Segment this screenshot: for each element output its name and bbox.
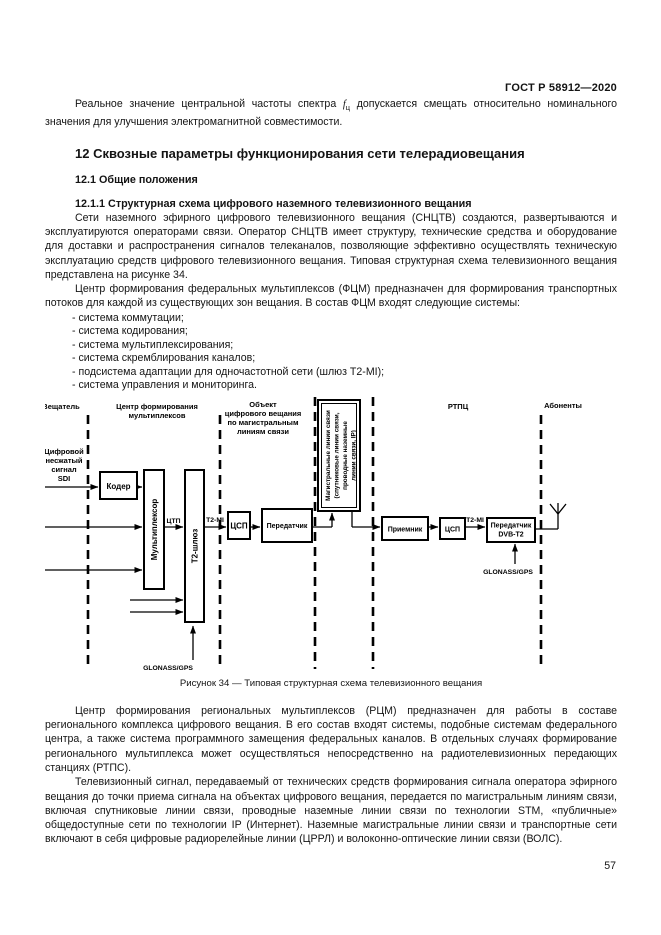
lane-mux-center-label-1: Центр формирования [116,402,198,411]
t2mi-signal-label-left: Т2-MI [206,517,224,524]
document-page: ГОСТ Р 58912—2020 Реальное значение цент… [45,0,617,872]
figure-34-caption: Рисунок 34 — Типовая структурная схема т… [179,677,483,689]
dts2-block: ЦСП [439,516,466,540]
t2mi-signal-label-right: Т2-MI [466,517,484,524]
trunk-lines-label-2: (спутниковые линии связи, [334,412,341,498]
lane-broadcaster-label: Вещатель [45,402,80,411]
document-code: ГОСТ Р 58912—2020 [505,82,617,94]
section-12-1-title: 12.1 Общие положения [75,173,198,186]
lane-object-label-4: линиям связи [237,427,289,436]
multiplexer-block-label: Мультиплексор [150,498,159,560]
list-item: - система мультиплексирования; [72,338,234,351]
signal-wires [45,483,558,660]
dvbt2-transmitter-label-2: DVB-T2 [498,531,523,538]
svg-text:SDI: SDI [58,474,71,483]
list-item: - система коммутации; [72,311,184,324]
lane-object-label-2: цифрового вещания [225,409,302,418]
transmitter-block: Передатчик [261,507,313,543]
intro-paragraph: Реальное значение центральной частоты сп… [45,97,617,130]
receiver-block-label: Приемник [388,526,423,533]
intro-text-after: допускается смещать относительно номинал… [45,98,617,129]
dvbt2-transmitter-label-1: Передатчик [491,522,532,529]
trunk-lines-label-4: линии связи, IP) [351,430,358,481]
lane-object-label-3: по магистральным [227,418,298,427]
paragraph-rcm-description: Центр формирования региональных мультипл… [45,704,617,774]
t2-gateway-block: Т2-шлюз [184,468,205,623]
antenna-icon [549,502,567,529]
trunk-lines-label-3: проводные наземные [342,420,349,489]
intro-text-before: Реальное значение центральной частоты сп… [75,98,337,110]
t2-gateway-block-label: Т2-шлюз [191,528,200,563]
dts1-block: ЦСП [227,510,251,540]
trunk-lines-label-1: Магистральные линии связи [325,410,332,501]
section-12-title: 12 Сквозные параметры функционирования с… [75,145,525,161]
glonass-gps-label-left: GLONASS/GPS [143,665,193,672]
list-item: - система скремблирования каналов; [72,352,256,365]
svg-text:сигнал: сигнал [51,465,77,474]
frequency-symbol-subscript: ц [345,103,351,113]
trunk-lines-block: Магистральные линии связи (спутниковые л… [317,398,361,512]
dts1-block-label: ЦСП [230,521,248,530]
svg-text:несжатый: несжатый [45,456,82,465]
multiplexer-block: Мультиплексор [143,468,165,590]
paragraph-tv-signal-description: Телевизионный сигнал, передаваемый от те… [45,776,617,846]
receiver-block: Приемник [381,515,429,541]
lane-rtpc-label: РТПЦ [448,402,469,411]
broadcast-scheme-svg: Вещатель Центр формирования мультиплексо… [45,396,582,672]
list-item: - система кодирования; [72,325,188,338]
dvbt2-transmitter-block: Передатчик DVB-T2 [486,516,536,543]
coder-block-label: Кодер [106,482,130,491]
sdi-signal-label: Цифровой несжатый сигнал SDI [45,447,84,483]
transmitter-block-label: Передатчик [267,523,308,530]
dts2-block-label: ЦСП [445,526,460,533]
lane-object-label-1: Объект [249,400,277,409]
lane-divider-lines [86,396,543,669]
svg-text:Цифровой: Цифровой [45,447,84,456]
page-number: 57 [604,859,616,872]
frequency-symbol: f [342,99,346,110]
lane-subscribers-label: Абоненты [544,401,582,410]
list-item: - подсистема адаптации для одночастотной… [72,365,385,378]
glonass-gps-label-right: GLONASS/GPS [483,569,533,576]
coder-block: Кодер [99,470,138,500]
figure-34-diagram: Вещатель Центр формирования мультиплексо… [45,395,617,673]
paragraph-network-description: Сети наземного эфирного цифрового телеви… [45,211,617,281]
ctp-signal-label: ЦТП [166,518,180,525]
list-item: - система управления и мониторинга. [72,379,258,392]
section-12-1-1-title: 12.1.1 Структурная схема цифрового назем… [75,197,472,210]
paragraph-fcm-description: Центр формирования федеральных мультипле… [45,283,617,310]
fcm-systems-list: - система коммутации; - система кодирова… [45,312,617,393]
lane-mux-center-label-2: мультиплексов [129,411,186,420]
